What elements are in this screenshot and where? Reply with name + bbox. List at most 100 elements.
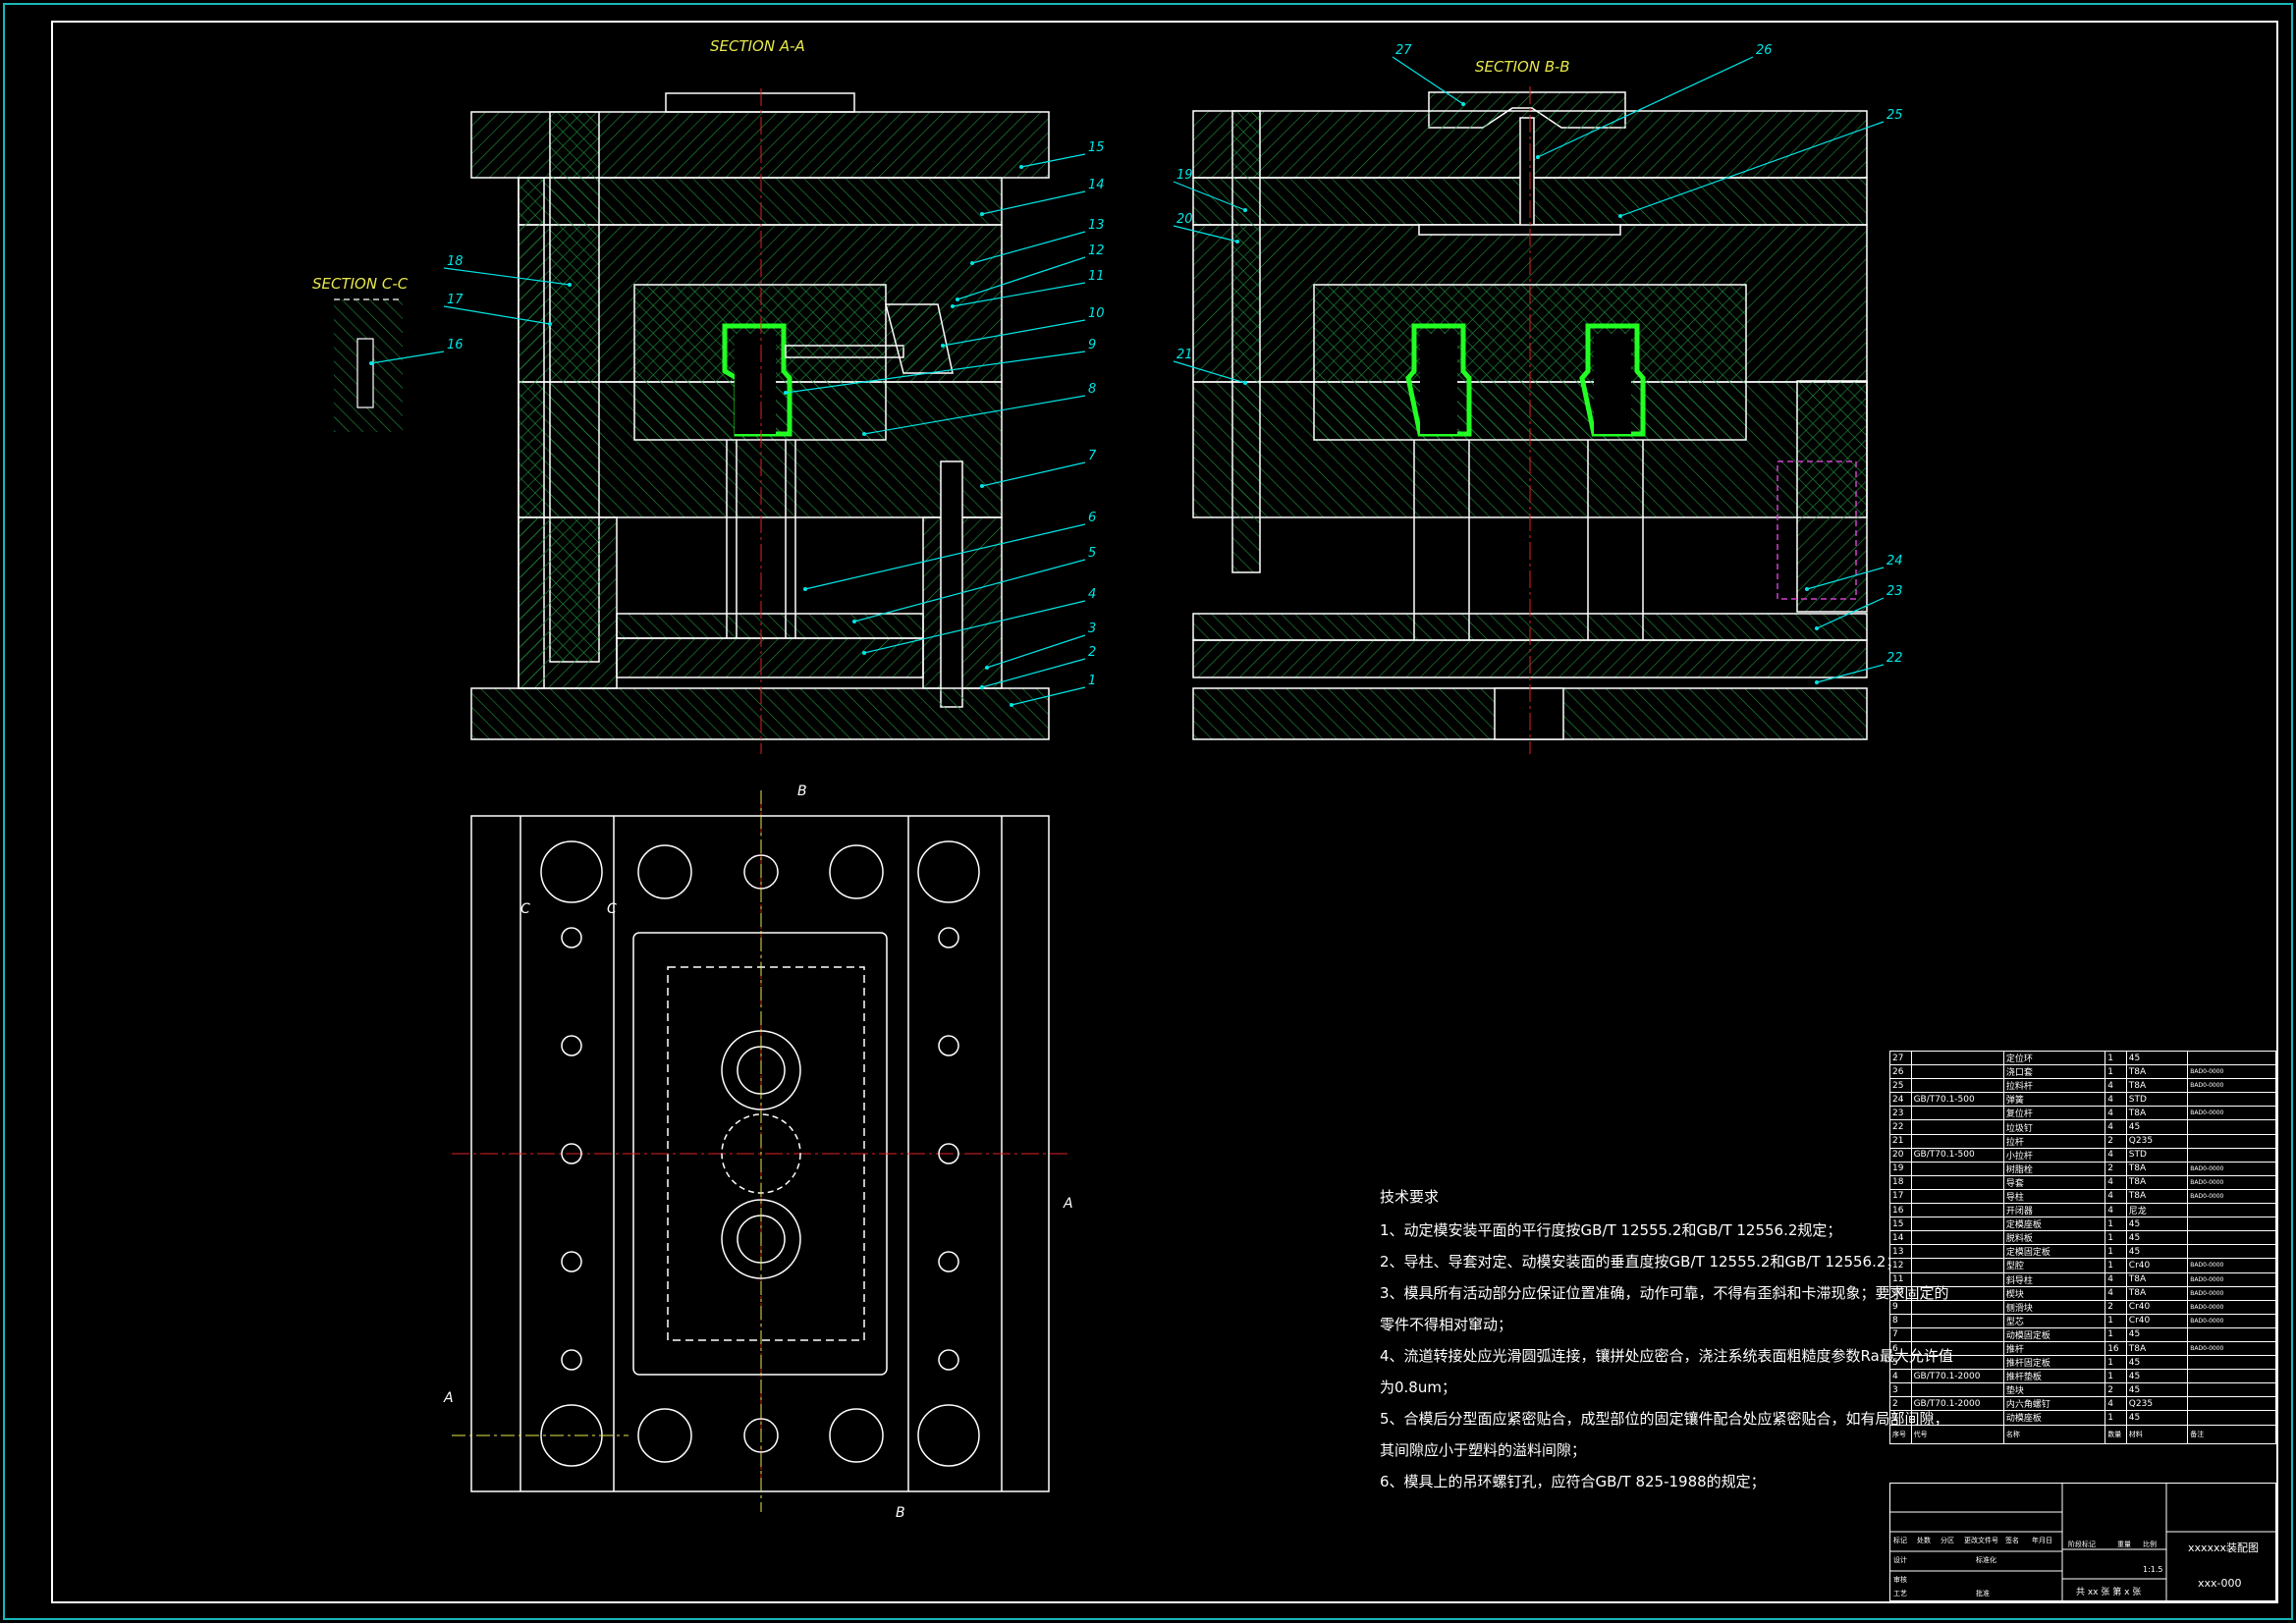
bom-cell-code bbox=[1910, 1410, 2004, 1426]
section-mark-b-top: B bbox=[797, 784, 807, 799]
cavity-ring-bot-outer bbox=[721, 1199, 801, 1279]
bom-cell-qty: 1 bbox=[2105, 1313, 2127, 1328]
bom-header-row: 序号代号名称数量材料备注 bbox=[1889, 1424, 2276, 1444]
bom-cell-code bbox=[1910, 1340, 2004, 1357]
leader-line bbox=[1537, 56, 1754, 158]
callout-8: 8 bbox=[862, 382, 1096, 436]
tb-label-mark: 标记 bbox=[1893, 1537, 1907, 1544]
inner-frame bbox=[51, 21, 2278, 1603]
guide-pillar-holes bbox=[540, 840, 980, 1467]
leader-dot bbox=[1461, 102, 1465, 106]
note-item: 为0.8um； bbox=[1380, 1379, 1456, 1396]
leader-line bbox=[1619, 121, 1885, 217]
note-item: 4、流道转接处应光滑圆弧连接，镶拼处应密合，浇注系统表面粗糙度参数Ra最大允许值 bbox=[1380, 1347, 1953, 1365]
cc-pin bbox=[356, 338, 374, 408]
bom-cell-name: 树脂栓 bbox=[2002, 1161, 2106, 1176]
bom-cell-qty: 4 bbox=[2105, 1271, 2127, 1287]
bom-cell-qty: 16 bbox=[2105, 1340, 2127, 1357]
callout-20: 20 bbox=[1173, 212, 1239, 243]
title-block: xxxxxx装配图 xxx-000 1:1.5 共 xx 张 第 x 张 标记 … bbox=[1889, 1483, 2276, 1601]
callout-number: 2 bbox=[1088, 645, 1096, 660]
callout-5: 5 bbox=[852, 546, 1096, 623]
bom-cell-rem bbox=[2187, 1244, 2276, 1260]
leader-dot bbox=[862, 651, 866, 655]
bom-cell-rem bbox=[2187, 1369, 2276, 1384]
bom-cell-code bbox=[1910, 1078, 2004, 1094]
note-item: 零件不得相对窜动； bbox=[1380, 1316, 1513, 1333]
bom-cell-code bbox=[1910, 1299, 2004, 1315]
product-void-bb-2 bbox=[1594, 334, 1631, 434]
bom-cell-code bbox=[1910, 1119, 2004, 1135]
section-cc-title: SECTION C-C bbox=[312, 275, 409, 293]
bom-cell-no: 10 bbox=[1889, 1285, 1912, 1301]
tb-label-sign: 签名 bbox=[2005, 1537, 2019, 1544]
callout-15: 15 bbox=[1019, 140, 1105, 169]
bom-cell-rem: BAD0-0000 bbox=[2187, 1258, 2276, 1273]
bom-cell-name: 型芯 bbox=[2002, 1313, 2106, 1328]
bom-cell-no: 4 bbox=[1889, 1369, 1912, 1384]
leader-line bbox=[981, 461, 1086, 487]
screw-hole-l1 bbox=[561, 927, 582, 948]
callout-7: 7 bbox=[980, 449, 1097, 488]
section-aa-title: SECTION A-A bbox=[710, 37, 805, 55]
bom-cell-rem bbox=[2187, 1133, 2276, 1149]
ejector-retainer-plate-aa bbox=[616, 613, 924, 639]
return-hole-br bbox=[829, 1408, 884, 1463]
bom-cell-code bbox=[1910, 1230, 2004, 1246]
tb-scale: 1:1.5 bbox=[2143, 1565, 2163, 1574]
leader-dot bbox=[985, 666, 989, 670]
leader-dot bbox=[941, 344, 945, 348]
leader-dot bbox=[1618, 214, 1622, 218]
bom-cell-name: 型腔 bbox=[2002, 1258, 2106, 1273]
bom-cell-mat: Q235 bbox=[2125, 1133, 2189, 1149]
callout-number: 6 bbox=[1088, 511, 1096, 525]
callout-number: 9 bbox=[1088, 338, 1096, 352]
callout-number: 8 bbox=[1088, 382, 1096, 397]
bom-cell-rem bbox=[2187, 1355, 2276, 1371]
outer-frame bbox=[3, 3, 2293, 1620]
guide-hole-tl bbox=[540, 840, 603, 903]
bom-cell-no: 16 bbox=[1889, 1203, 1912, 1218]
bom-cell-qty: 1 bbox=[2105, 1244, 2127, 1260]
leader-line bbox=[952, 282, 1086, 307]
bom-cell-name: 弹簧 bbox=[2002, 1092, 2106, 1108]
bom-cell-rem: BAD0-0000 bbox=[2187, 1188, 2276, 1205]
callout-26: 26 bbox=[1536, 43, 1773, 159]
callout-3: 3 bbox=[985, 622, 1096, 670]
bom-cell-name: 小拉杆 bbox=[2002, 1147, 2106, 1163]
leader-dot bbox=[1019, 165, 1023, 169]
callout-13: 13 bbox=[970, 218, 1105, 265]
bom-cell-code bbox=[1910, 1133, 2004, 1149]
callout-27: 27 bbox=[1392, 43, 1465, 106]
leader-dot bbox=[1815, 680, 1819, 684]
bom-cell-code bbox=[1910, 1161, 2004, 1176]
bom-cell-name: 导套 bbox=[2002, 1174, 2106, 1190]
callout-25: 25 bbox=[1618, 108, 1903, 218]
callout-number: 17 bbox=[447, 293, 464, 307]
leader-line bbox=[986, 634, 1086, 669]
bom-cell-no: 23 bbox=[1889, 1106, 1912, 1121]
sprue-hole-bottom bbox=[743, 1418, 779, 1453]
bom-cell-code bbox=[1910, 1326, 2004, 1342]
bom-cell-name: 垃圾钉 bbox=[2002, 1119, 2106, 1135]
screw-hole-r2 bbox=[938, 1035, 959, 1056]
bom-cell-qty: 1 bbox=[2105, 1355, 2127, 1371]
return-hole-tr bbox=[829, 844, 884, 899]
leader-line bbox=[443, 305, 551, 325]
bom-cell-name: 定位环 bbox=[2002, 1050, 2106, 1066]
callout-9: 9 bbox=[784, 338, 1096, 395]
bom-cell-mat: Cr40 bbox=[2125, 1313, 2189, 1328]
bom-cell-name: 动模固定板 bbox=[2002, 1326, 2106, 1342]
callout-12: 12 bbox=[956, 243, 1105, 301]
bom-cell-rem bbox=[2187, 1050, 2276, 1066]
